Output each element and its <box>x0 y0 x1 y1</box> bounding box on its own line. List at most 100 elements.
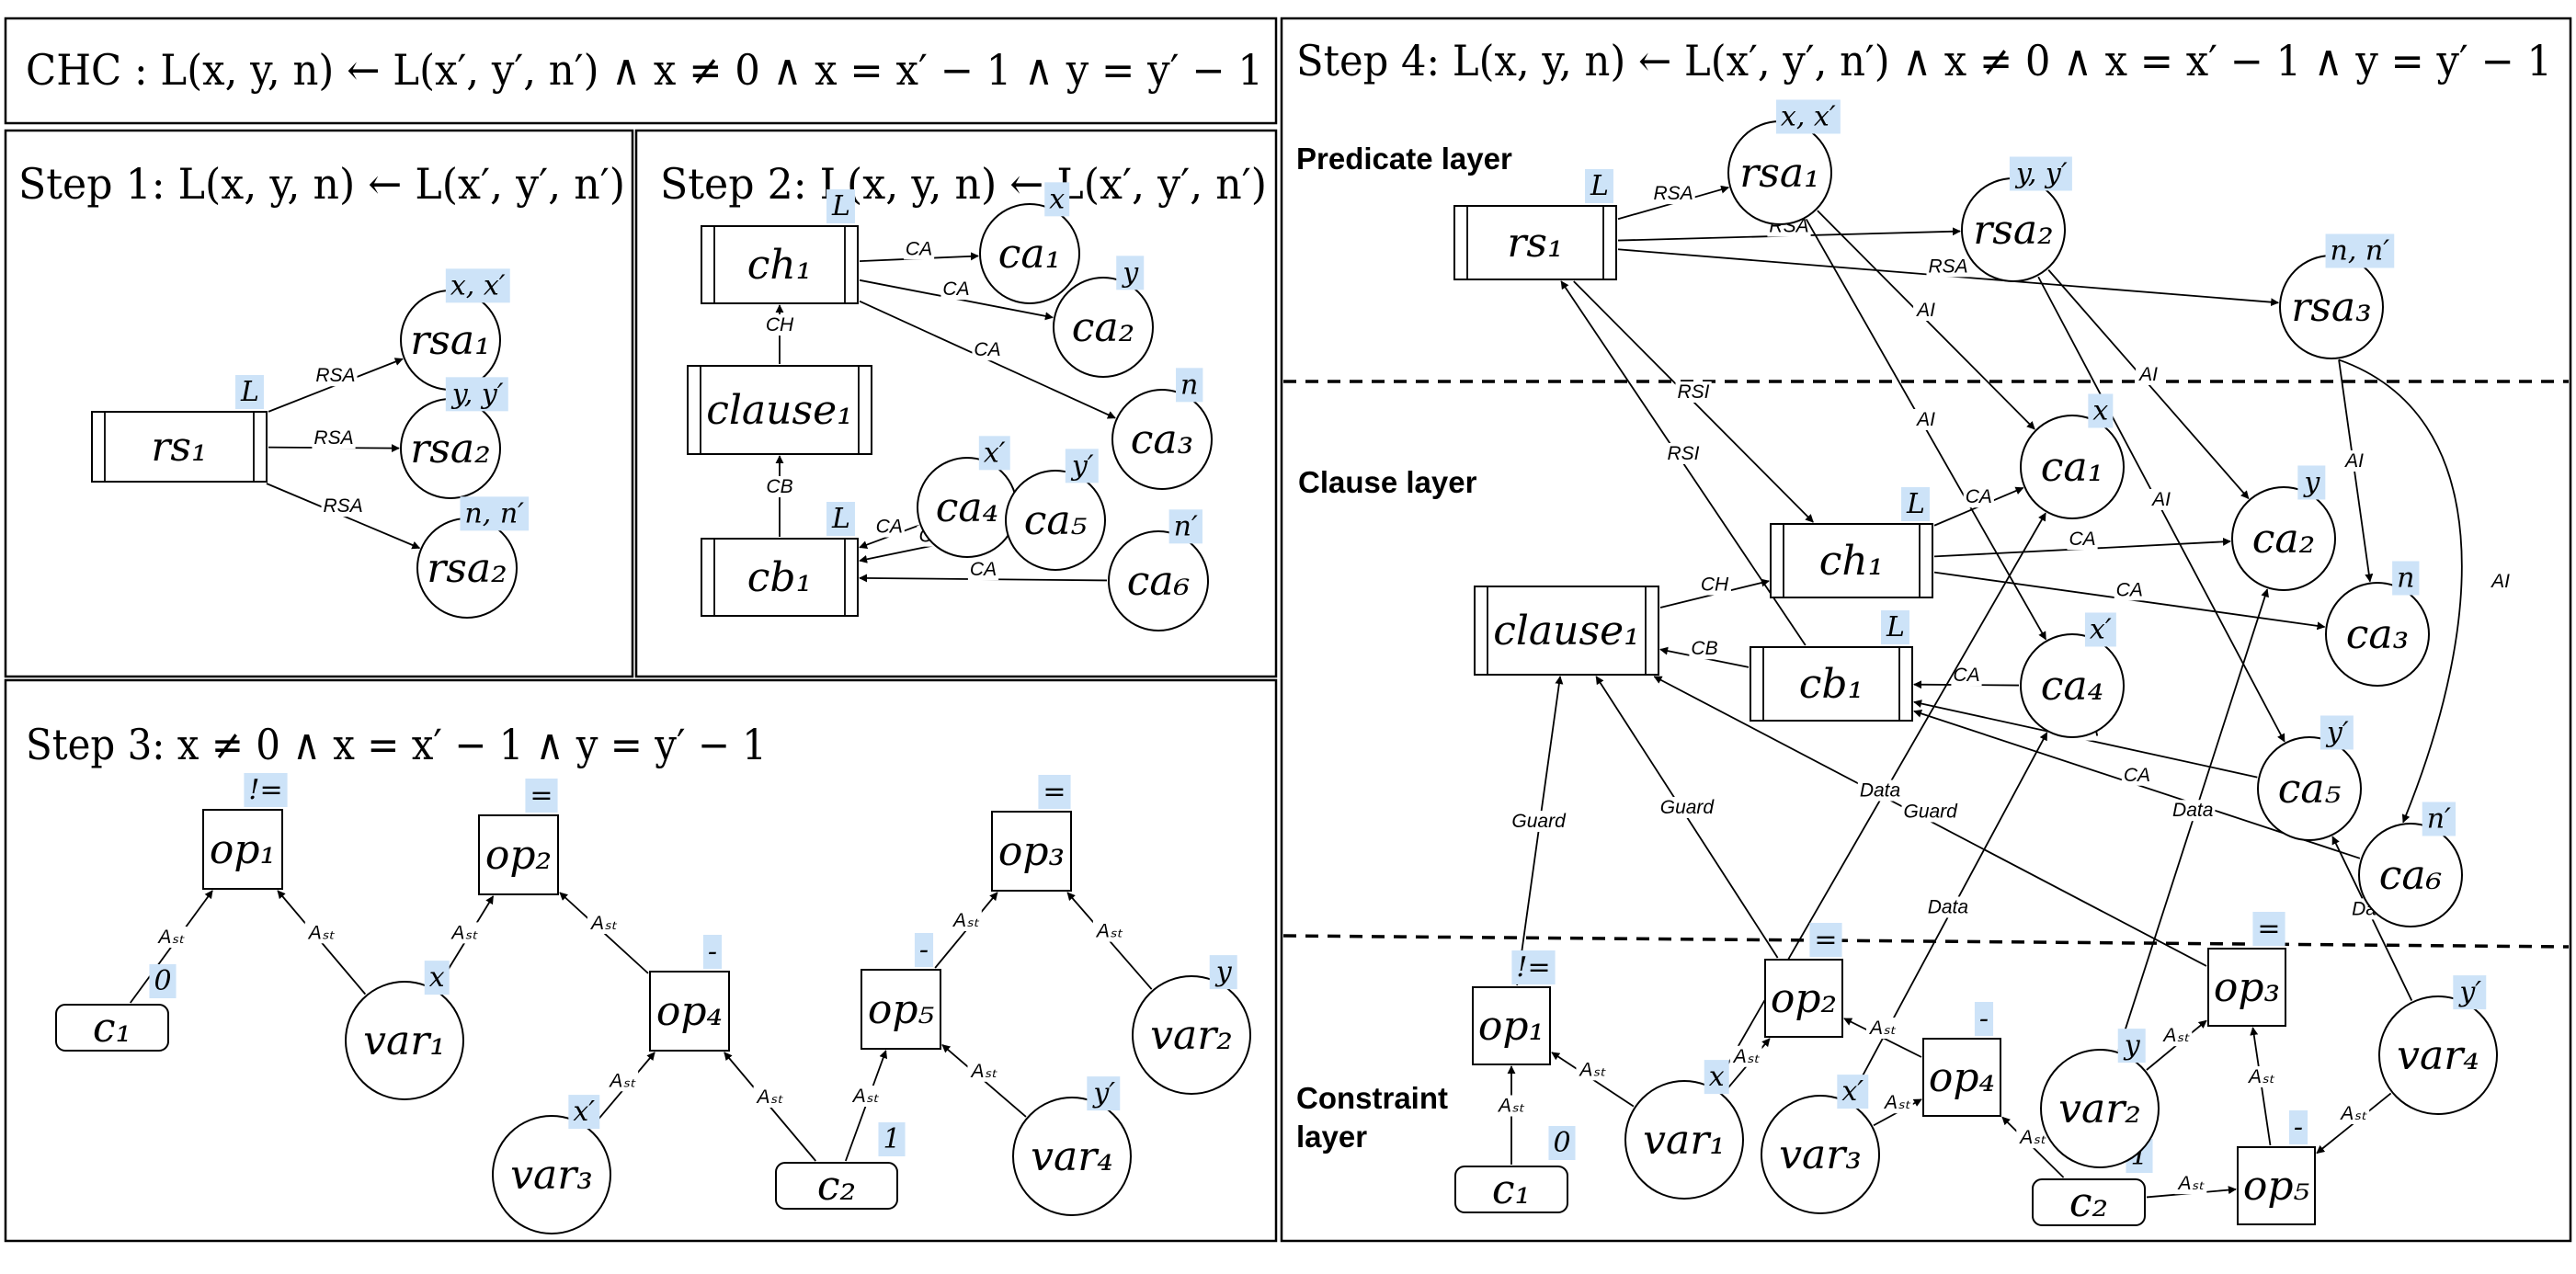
node-shape-box <box>649 971 730 1052</box>
node-tag-background <box>1038 775 1071 809</box>
node-tag-background <box>1168 509 1203 544</box>
node-shape-box <box>861 969 941 1050</box>
node-tag: != <box>244 773 288 807</box>
edge-label-a: Aₛₜ <box>1868 1018 1897 1039</box>
node-tag-text: x <box>2092 394 2108 427</box>
node-tag-text: n′ <box>1174 510 1198 542</box>
node-shape-constant <box>775 1162 898 1210</box>
node-tag-background <box>1809 923 1842 957</box>
node-tag-background <box>2422 802 2456 836</box>
edge-label-data: Data <box>2172 800 2213 821</box>
edge-label-guard: Guard <box>1660 797 1715 818</box>
node-tag-background <box>1901 487 1930 521</box>
edge-label-background <box>448 922 481 944</box>
edge-label-ai: AI <box>1915 409 1935 430</box>
edge-label-background <box>1576 1059 1609 1081</box>
node-shape-box <box>2237 1146 2316 1225</box>
node-tag: y <box>1116 256 1145 290</box>
edge-label-background <box>1698 574 1731 596</box>
edge-label-a: Aₛₜ <box>2018 1127 2046 1148</box>
node-tag-background <box>1176 368 1203 403</box>
node-s4-op3: op₃= <box>2207 912 2286 1027</box>
node-tag-background <box>1065 449 1099 483</box>
edge-label-background <box>2067 529 2098 551</box>
node-s1-rsa2b: rsa₂ n, n′ <box>416 496 530 619</box>
node-label: op₂ <box>485 832 552 879</box>
edge-label-background <box>2488 571 2513 592</box>
node-tag: L <box>1881 610 1909 644</box>
node-shape-box <box>1750 646 1913 722</box>
node-tag: - <box>1974 1002 1994 1036</box>
edge-label-background <box>2337 1102 2370 1124</box>
edge-label-a: Aₛₜ <box>1883 1092 1911 1113</box>
node-tag-text: y <box>1121 256 1139 289</box>
node-shape-box <box>1770 523 1933 598</box>
edge-label-background <box>949 910 982 931</box>
node-tag: y′ <box>2453 975 2487 1010</box>
node-label: op₂ <box>1771 975 1837 1022</box>
edge-label-ca: CA <box>942 279 969 300</box>
node-tag-text: - <box>919 934 929 966</box>
node-label: ca₁ <box>998 231 1062 278</box>
node-s3-c1: c₁0 <box>55 964 177 1052</box>
node-tag-background <box>149 964 177 998</box>
node-label: clause₁ <box>1493 608 1640 654</box>
node-shape-box <box>1453 205 1617 280</box>
edge-label-a: Aₛₜ <box>952 910 980 931</box>
node-shape-box <box>478 814 559 895</box>
node-tag-background <box>2117 1029 2146 1064</box>
edge-label-ai: AI <box>2150 489 2171 510</box>
node-s4-c1: c₁0 <box>1454 1126 1576 1213</box>
edge-label-background <box>903 238 935 260</box>
node-tag-background <box>2297 465 2326 500</box>
edge-label-background <box>1092 920 1125 942</box>
node-tag-text: y <box>1214 956 1233 988</box>
node-label: var₄ <box>1031 1133 1113 1180</box>
node-tag-text: n <box>2397 562 2414 594</box>
node-tag: 0 <box>1548 1126 1576 1160</box>
node-tag: y′ <box>1065 449 1099 483</box>
node-shape-box <box>1764 959 1843 1038</box>
node-tag-background <box>2088 393 2114 428</box>
node-label: op₅ <box>868 986 935 1033</box>
node-shape-box <box>91 411 268 483</box>
node-tag-background <box>1511 950 1556 984</box>
node-label: op₁ <box>1478 1003 1544 1050</box>
node-tag-text: x′ <box>573 1096 595 1128</box>
node-tag: n, n′ <box>460 496 530 531</box>
edge-label-a: Aₛₜ <box>1497 1096 1525 1117</box>
node-tag: y, y′ <box>2009 156 2072 191</box>
node-label: rs₁ <box>151 424 207 471</box>
node-tag-text: = <box>1814 924 1837 956</box>
node-tag-text: n, n′ <box>2331 234 2390 267</box>
edge-label-a: Aₛₜ <box>1732 1046 1761 1067</box>
clause-layer-label: Clause layer <box>1298 465 1477 499</box>
node-label: ca₆ <box>2379 852 2443 899</box>
node-label: op₄ <box>656 988 723 1035</box>
edge-label-a: Aₛₜ <box>307 922 336 943</box>
node-label: rsa₂ <box>427 545 507 592</box>
edge-label-background <box>763 314 796 336</box>
node-tag-text: n <box>1180 369 1198 401</box>
edge-label-background <box>2136 364 2160 385</box>
edge-label-a: Aₛₜ <box>450 922 478 943</box>
edge-label-ca: CA <box>906 238 932 259</box>
edge-label-ca: CA <box>2124 765 2150 786</box>
edge-label-background <box>1963 486 1994 508</box>
edge-label-background <box>313 365 358 387</box>
node-tag-text: x′ <box>2090 613 2112 645</box>
node-label: c₂ <box>2069 1179 2108 1226</box>
node-label: ca₂ <box>2252 516 2316 563</box>
node-shape-circle <box>1108 530 1209 631</box>
edge-label-background <box>940 279 972 301</box>
chc-title: CHC : L(x, y, n) ← L(x′, y′, n′) ∧ x ≠ 0… <box>26 45 1263 95</box>
node-tag-text: x <box>1709 1061 1725 1093</box>
edge-label-ch: CH <box>1701 574 1729 596</box>
edge-s4_rsa3-to-s4_ca6 <box>2338 358 2463 824</box>
node-tag-text: y′ <box>1070 449 1094 482</box>
